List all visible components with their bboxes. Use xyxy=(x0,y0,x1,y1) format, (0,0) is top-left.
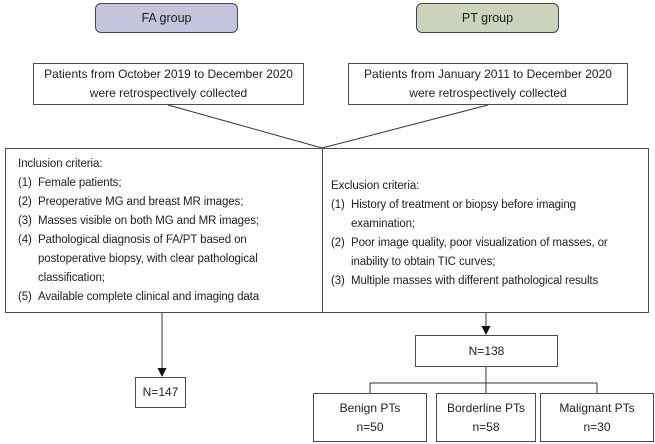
malignant-pts-label: Malignant PTs xyxy=(559,400,635,415)
inclusion-item-num: (3) xyxy=(18,215,32,227)
fa-group-node: FA group xyxy=(95,3,238,33)
inclusion-item: (5) Available complete clinical and imag… xyxy=(18,288,314,307)
pt-collection-line1: Patients from January 2011 to December 2… xyxy=(364,67,612,81)
criteria-node: Inclusion criteria: (1) Female patients;… xyxy=(5,148,649,313)
exclusion-item-num: (2) xyxy=(331,237,345,249)
pt-count-label: N=138 xyxy=(468,343,505,358)
fa-count-node: N=147 xyxy=(135,377,186,408)
borderline-pts-label: Borderline PTs xyxy=(446,400,526,415)
inclusion-item-text: Preoperative MG and breast MR images; xyxy=(38,196,244,208)
exclusion-item-num: (1) xyxy=(331,199,345,211)
exclusion-panel: Exclusion criteria: (1) History of treat… xyxy=(323,149,648,312)
fa-collection-node: Patients from October 2019 to December 2… xyxy=(33,63,304,105)
inclusion-panel: Inclusion criteria: (1) Female patients;… xyxy=(6,149,323,312)
inclusion-item: (4) Pathological diagnosis of FA/PT base… xyxy=(18,231,314,288)
fa-collection-line2: were retrospectively collected xyxy=(89,86,248,100)
pt-count-node: N=138 xyxy=(415,335,558,367)
exclusion-item-text: Multiple masses with different pathologi… xyxy=(351,275,599,287)
borderline-pts-node: Borderline PTs n=58 xyxy=(436,393,536,442)
inclusion-item-text: Available complete clinical and imaging … xyxy=(38,291,260,303)
inclusion-item: (2) Preoperative MG and breast MR images… xyxy=(18,193,314,212)
pt-collection-line2: were retrospectively collected xyxy=(409,86,567,100)
inclusion-item-num: (5) xyxy=(18,291,32,303)
benign-pts-node: Benign PTs n=50 xyxy=(313,393,427,442)
inclusion-title: Inclusion criteria: xyxy=(18,158,103,170)
exclusion-item: (1) History of treatment or biopsy befor… xyxy=(331,196,642,234)
inclusion-item-num: (1) xyxy=(18,177,32,189)
inclusion-item: (1) Female patients; xyxy=(18,174,314,193)
inclusion-arrowhead xyxy=(157,368,167,377)
inclusion-item-num: (2) xyxy=(18,196,32,208)
malignant-pts-count: n=30 xyxy=(583,419,611,434)
pt-group-label: PT group xyxy=(461,11,514,25)
fa-group-label: FA group xyxy=(141,11,192,25)
inclusion-item-text: Masses visible on both MG and MR images; xyxy=(38,215,259,227)
fa-to-criteria-line xyxy=(167,104,323,149)
malignant-pts-node: Malignant PTs n=30 xyxy=(540,393,654,442)
inclusion-item: (3) Masses visible on both MG and MR ima… xyxy=(18,212,314,231)
inclusion-item-num: (4) xyxy=(18,234,32,246)
benign-pts-label: Benign PTs xyxy=(339,400,401,415)
borderline-pts-count: n=58 xyxy=(472,419,500,434)
exclusion-item-text: Poor image quality, poor visualization o… xyxy=(351,237,608,268)
pt-collection-node: Patients from January 2011 to December 2… xyxy=(348,63,628,105)
exclusion-item-text: History of treatment or biopsy before im… xyxy=(351,199,576,230)
fa-count-label: N=147 xyxy=(142,385,179,399)
inclusion-item-text: Female patients; xyxy=(38,177,122,189)
fa-collection-line1: Patients from October 2019 to December 2… xyxy=(44,67,293,81)
exclusion-item: (3) Multiple masses with different patho… xyxy=(331,272,642,291)
exclusion-title: Exclusion criteria: xyxy=(331,180,420,192)
pt-to-criteria-line xyxy=(321,104,489,149)
pt-group-node: PT group xyxy=(416,3,559,33)
exclusion-item: (2) Poor image quality, poor visualizati… xyxy=(331,234,642,272)
exclusion-item-num: (3) xyxy=(331,275,345,287)
exclusion-arrowhead xyxy=(481,326,491,335)
benign-pts-count: n=50 xyxy=(356,419,384,434)
inclusion-item-text: Pathological diagnosis of FA/PT based on… xyxy=(38,234,258,284)
